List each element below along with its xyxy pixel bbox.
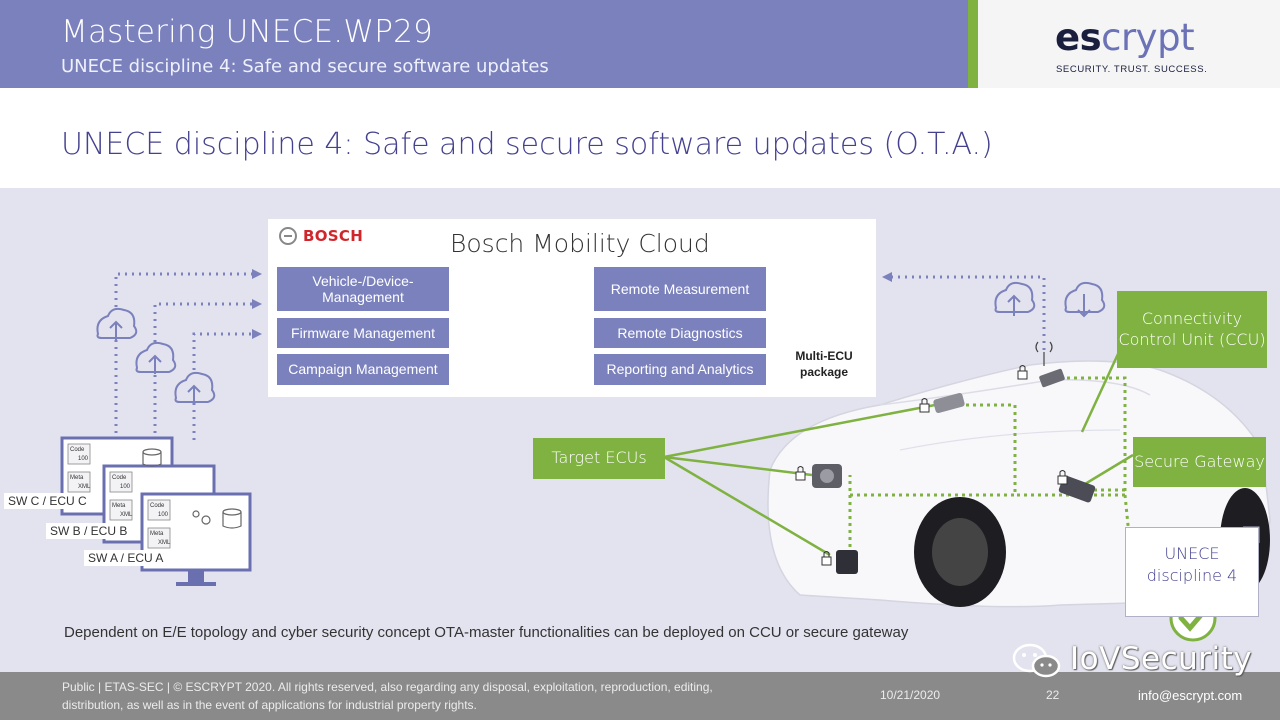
svg-text:100: 100 <box>120 484 131 490</box>
svg-text:Meta: Meta <box>70 475 84 481</box>
watermark: IoVSecurity <box>1070 641 1253 677</box>
page-number: 22 <box>1046 688 1060 702</box>
secure-gateway-callout: Secure Gateway <box>1133 437 1266 487</box>
bosch-wordmark: BOSCH <box>303 227 364 245</box>
logo-area <box>978 0 1280 88</box>
sw-upload-arrows <box>114 272 1046 440</box>
footer-date: 10/21/2020 <box>880 688 941 702</box>
antenna-icon <box>1035 341 1053 366</box>
slide-title: UNECE discipline 4: Safe and secure soft… <box>61 127 993 162</box>
ccu-callout: Connectivity Control Unit (CCU) <box>1117 291 1267 368</box>
sw-label-b: SW B / ECU B <box>46 523 132 539</box>
wechat-icon <box>1012 643 1061 678</box>
svg-text:Meta: Meta <box>150 531 164 537</box>
service-firmware-management: Firmware Management <box>277 318 449 348</box>
header-subtitle: UNECE discipline 4: Safe and secure soft… <box>61 56 549 77</box>
svg-text:100: 100 <box>158 512 169 518</box>
header-bar <box>0 0 968 88</box>
footer-email[interactable]: info@escrypt.com <box>1138 688 1243 703</box>
multi-ecu-package-label: Multi-ECU package <box>795 349 853 379</box>
svg-text:XML: XML <box>120 512 133 518</box>
ecu-devices <box>812 368 1096 574</box>
logo-tagline: SECURITY. TRUST. SUCCESS. <box>1056 64 1208 75</box>
svg-text:XML: XML <box>78 484 91 490</box>
header-accent-stripe <box>968 0 978 88</box>
service-vehicle-device-management: Vehicle-/Device-Management <box>277 267 449 311</box>
escrypt-logo: escrypt <box>1055 16 1195 59</box>
svg-text:Code: Code <box>70 447 85 453</box>
svg-text:100: 100 <box>78 456 89 462</box>
sw-label-a: SW A / ECU A <box>84 550 168 566</box>
footer-bar <box>0 672 1280 720</box>
logo-bold: es <box>1055 16 1102 59</box>
service-remote-diagnostics: Remote Diagnostics <box>594 318 766 348</box>
footer-legal: Public | ETAS-SEC | © ESCRYPT 2020. All … <box>62 680 713 712</box>
cloud-title: Bosch Mobility Cloud <box>450 229 710 258</box>
arrow-heads <box>252 269 892 339</box>
unece-badge-text: UNECE discipline 4 <box>1146 544 1238 585</box>
sw-label-c: SW C / ECU C <box>4 493 91 509</box>
callout-lines <box>663 301 1144 557</box>
lock-icons <box>795 365 1068 566</box>
bosch-logo: BOSCH <box>279 227 363 245</box>
topology-note: Dependent on E/E topology and cyber secu… <box>64 624 909 641</box>
cloud-arrow-glyphs <box>109 294 1091 404</box>
service-reporting-analytics: Reporting and Analytics <box>594 354 766 385</box>
svg-text:Meta: Meta <box>112 503 126 509</box>
service-campaign-management: Campaign Management <box>277 354 449 385</box>
target-ecus-callout: Target ECUs <box>533 438 665 479</box>
service-remote-measurement: Remote Measurement <box>594 267 766 311</box>
bosch-icon <box>279 227 297 245</box>
header-title: Mastering UNECE.WP29 <box>61 14 433 50</box>
svg-text:XML: XML <box>158 540 171 546</box>
unece-badge <box>1125 527 1259 617</box>
logo-light: crypt <box>1101 16 1195 59</box>
svg-text:Code: Code <box>112 475 127 481</box>
svg-text:Code: Code <box>150 503 165 509</box>
